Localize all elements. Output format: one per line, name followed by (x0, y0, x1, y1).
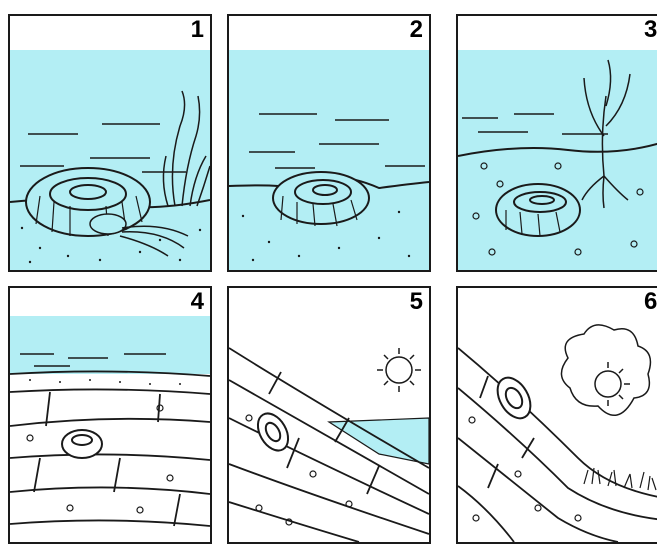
fossil (252, 408, 295, 456)
stage-3-panel: 3 (456, 14, 657, 272)
stage-4-panel: 4 (8, 286, 212, 544)
stage-4-illustration (10, 288, 210, 542)
stage-number: 1 (191, 18, 204, 42)
stage-number: 4 (191, 290, 204, 314)
stage-number: 2 (410, 18, 423, 42)
stage-2-illustration (229, 16, 429, 270)
stage-5-illustration (229, 288, 429, 542)
stage-6-panel: 6 (456, 286, 657, 544)
fossil (62, 430, 102, 458)
stage-6-illustration (458, 288, 657, 542)
stage-5-panel: 5 (227, 286, 431, 544)
ammonite-shell (273, 172, 369, 224)
sun-icon (377, 348, 421, 392)
stage-number: 3 (644, 18, 657, 42)
stage-1-panel: 1 (8, 14, 212, 272)
stage-number: 5 (410, 290, 423, 314)
stage-3-illustration (458, 16, 657, 270)
rock-layers (10, 371, 210, 526)
ammonite (26, 168, 150, 236)
cloud (561, 325, 650, 415)
stage-1-illustration (10, 16, 210, 270)
exposed-fossil (491, 372, 537, 424)
stage-number: 6 (644, 290, 657, 314)
stage-2-panel: 2 (227, 14, 431, 272)
ammonite-shell (496, 184, 580, 236)
